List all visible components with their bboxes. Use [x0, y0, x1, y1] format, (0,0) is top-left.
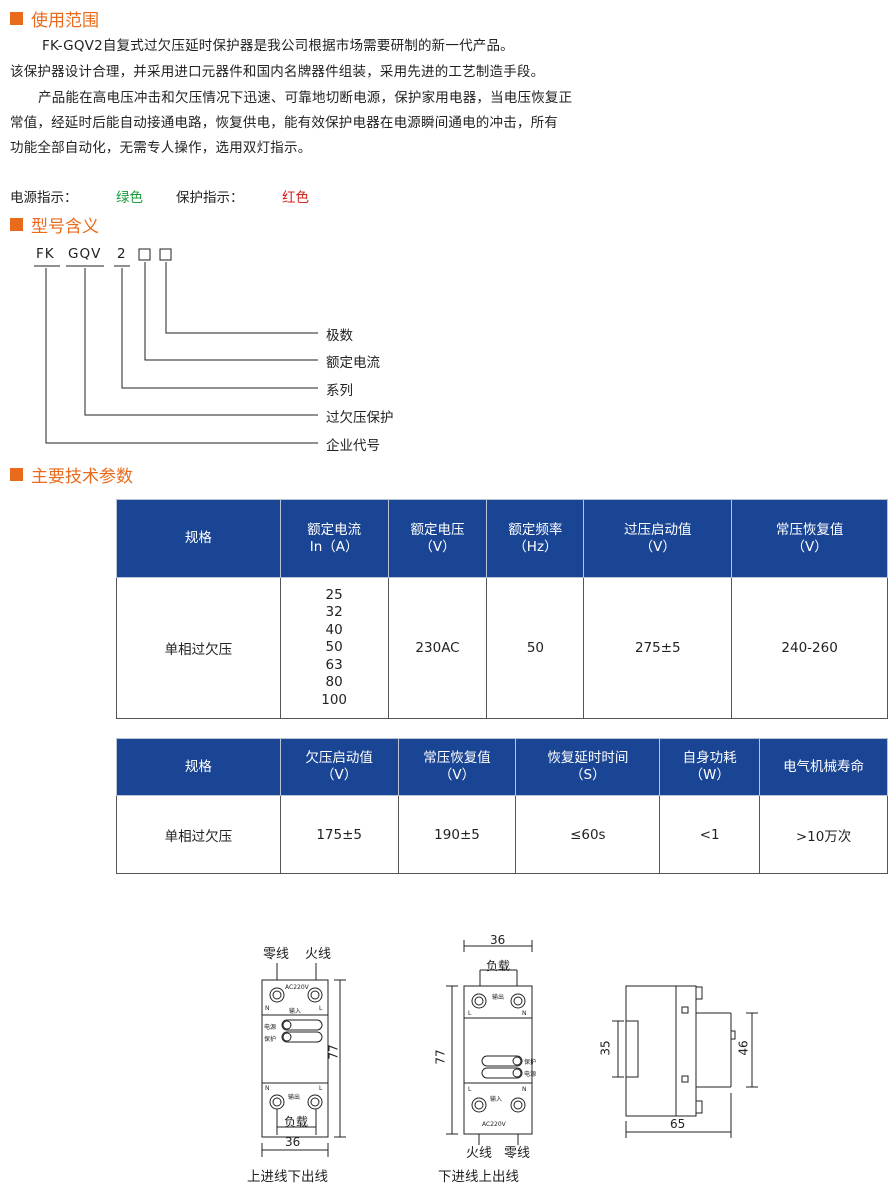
label-input: 输入 — [289, 1008, 302, 1015]
table1-header-over-start: 过压启动值（V） — [583, 499, 733, 578]
label-l-top: L — [319, 1005, 323, 1012]
table1-header-recover: 常压恢复值（V） — [731, 499, 888, 578]
meaning-series: 系列 — [326, 383, 353, 399]
label-l-bottom: L — [319, 1085, 323, 1092]
table1-cell-voltage: 230AC — [387, 577, 488, 719]
table2-header-delay: 恢复延时时间（S） — [515, 738, 661, 796]
label-ac220v-middle: AC220V — [482, 1121, 506, 1128]
model-part-fk: FK — [36, 246, 55, 262]
table1-cell-currents: 25 32 40 50 63 80 100 — [279, 577, 389, 719]
label-n-bottom-middle: N — [522, 1086, 527, 1093]
label-n-top: N — [265, 1005, 270, 1012]
label-output-middle: 输出 — [492, 994, 505, 1001]
section-title-usage: 使用范围 — [10, 6, 99, 31]
usage-line-5: 功能全部自动化，无需专人操作，选用双灯指示。 — [10, 140, 312, 156]
table1-cell-recover: 240-260 — [731, 577, 888, 719]
label-load-middle: 负载 — [486, 959, 511, 973]
side-view-diagram: 35 46 65 — [590, 975, 770, 1140]
wiring-diagram-bottom-in: 36 负载 输出 L N 保护 电源 L N 输入 AC220V 77 火线 零… — [430, 930, 580, 1185]
section-square-icon — [10, 218, 23, 231]
table1-cell-over-start: 275±5 — [583, 577, 733, 719]
section-title-model: 型号含义 — [10, 212, 99, 237]
table1-header-spec: 规格 — [116, 499, 281, 578]
label-power-lamp-middle: 电源 — [524, 1071, 537, 1078]
breaker-side-view — [612, 985, 758, 1138]
section-square-icon — [10, 468, 23, 481]
usage-line-4: 常值，经延时后能自动接通电路，恢复供电，能有效保护电器在电源瞬间通电的冲击，所有 — [10, 115, 558, 131]
label-load: 负载 — [284, 1115, 309, 1129]
table2-cell-power: <1 — [659, 795, 761, 874]
usage-line-2: 该保护器设计合理，并采用进口元器件和国内名牌器件组装，采用先进的工艺制造手段。 — [10, 64, 545, 80]
model-part-series: 2 — [117, 246, 126, 262]
usage-line-3: 产品能在高电压冲击和欠压情况下迅速、可靠地切断电源，保护家用电器，当电压恢复正 — [38, 90, 573, 106]
meaning-poles: 极数 — [326, 328, 353, 344]
table1-cell-frequency: 50 — [486, 577, 585, 719]
dim-height-77: 77 — [326, 1044, 341, 1060]
table2-cell-delay: ≤60s — [515, 795, 661, 874]
caption-top-in: 上进线下出线 — [247, 1169, 328, 1185]
label-output: 输出 — [288, 1094, 301, 1101]
table2-header-life: 电气机械寿命 — [759, 738, 888, 796]
label-live: 火线 — [305, 947, 332, 962]
dim-46: 46 — [736, 1040, 751, 1056]
table2-header-power: 自身功耗（W） — [659, 738, 761, 796]
table2-header-spec: 规格 — [116, 738, 281, 796]
table-row: 单相过欠压 25 32 40 50 63 80 100 230AC 50 275… — [116, 577, 888, 719]
label-live-middle: 火线 — [466, 1146, 493, 1161]
model-diagram: FK GQV 2 极数 额定电流 系列 过欠压保护 企业代号 — [0, 238, 500, 458]
table1-header-rated-frequency: 额定频率（Hz） — [486, 499, 585, 578]
tech-title: 主要技术参数 — [31, 467, 133, 487]
label-neutral: 零线 — [263, 947, 290, 962]
power-indicator-label: 电源指示： — [10, 190, 78, 206]
label-power-lamp: 电源 — [264, 1024, 277, 1031]
usage-line-1: FK-GQV2自复式过欠压延时保护器是我公司根据市场需要研制的新一代产品。 — [42, 38, 514, 54]
section-title-tech: 主要技术参数 — [10, 462, 133, 487]
section-square-icon — [10, 12, 23, 25]
label-l-top-middle: L — [468, 1010, 472, 1017]
dim-35: 35 — [598, 1040, 613, 1056]
table-row: 单相过欠压 175±5 190±5 ≤60s <1 >10万次 — [116, 795, 888, 874]
dim-65: 65 — [670, 1117, 686, 1131]
meaning-rated-current: 额定电流 — [326, 355, 380, 371]
dim-height-77-middle: 77 — [433, 1049, 448, 1065]
table2-cell-spec: 单相过欠压 — [116, 795, 281, 874]
protect-indicator-value: 红色 — [282, 190, 309, 206]
label-protect-lamp: 保护 — [264, 1036, 277, 1043]
meaning-company-code: 企业代号 — [326, 438, 380, 454]
model-title: 型号含义 — [31, 217, 99, 237]
label-neutral-middle: 零线 — [504, 1146, 531, 1161]
table1-header-rated-voltage: 额定电压（V） — [387, 499, 488, 578]
table2-header-row: 规格 欠压启动值（V） 常压恢复值（V） 恢复延时时间（S） 自身功耗（W） 电… — [116, 738, 888, 796]
power-indicator-value: 绿色 — [116, 190, 143, 206]
spec-table-2: 规格 欠压启动值（V） 常压恢复值（V） 恢复延时时间（S） 自身功耗（W） 电… — [116, 738, 888, 874]
table2-cell-life: >10万次 — [759, 795, 888, 874]
model-part-gqv: GQV — [68, 246, 102, 262]
wiring-diagram-top-in: 零线 火线 AC220V 输入 N L 电源 保护 N L 输出 负载 77 3… — [230, 935, 380, 1185]
label-n-bottom: N — [265, 1085, 270, 1092]
model-tree-lines — [34, 248, 318, 444]
label-n-top-middle: N — [522, 1010, 527, 1017]
meaning-over-under-voltage: 过欠压保护 — [326, 410, 394, 426]
protect-indicator-label: 保护指示： — [176, 190, 244, 206]
label-l-bottom-middle: L — [468, 1086, 472, 1093]
table2-cell-under-start: 175±5 — [279, 795, 399, 874]
dim-width-36-middle: 36 — [490, 933, 506, 947]
breaker-front-view-middle — [446, 940, 533, 1145]
table1-cell-spec: 单相过欠压 — [116, 577, 281, 719]
caption-bottom-in: 下进线上出线 — [438, 1169, 519, 1185]
label-ac220v: AC220V — [285, 984, 309, 991]
table2-header-under-start: 欠压启动值（V） — [279, 738, 399, 796]
table2-cell-recover: 190±5 — [397, 795, 517, 874]
usage-title: 使用范围 — [31, 11, 99, 31]
label-protect-lamp-middle: 保护 — [524, 1059, 537, 1066]
breaker-front-view-left — [261, 963, 346, 1157]
dim-width-36: 36 — [285, 1135, 301, 1149]
label-input-middle: 输入 — [490, 1096, 503, 1103]
table2-header-recover: 常压恢复值（V） — [397, 738, 517, 796]
